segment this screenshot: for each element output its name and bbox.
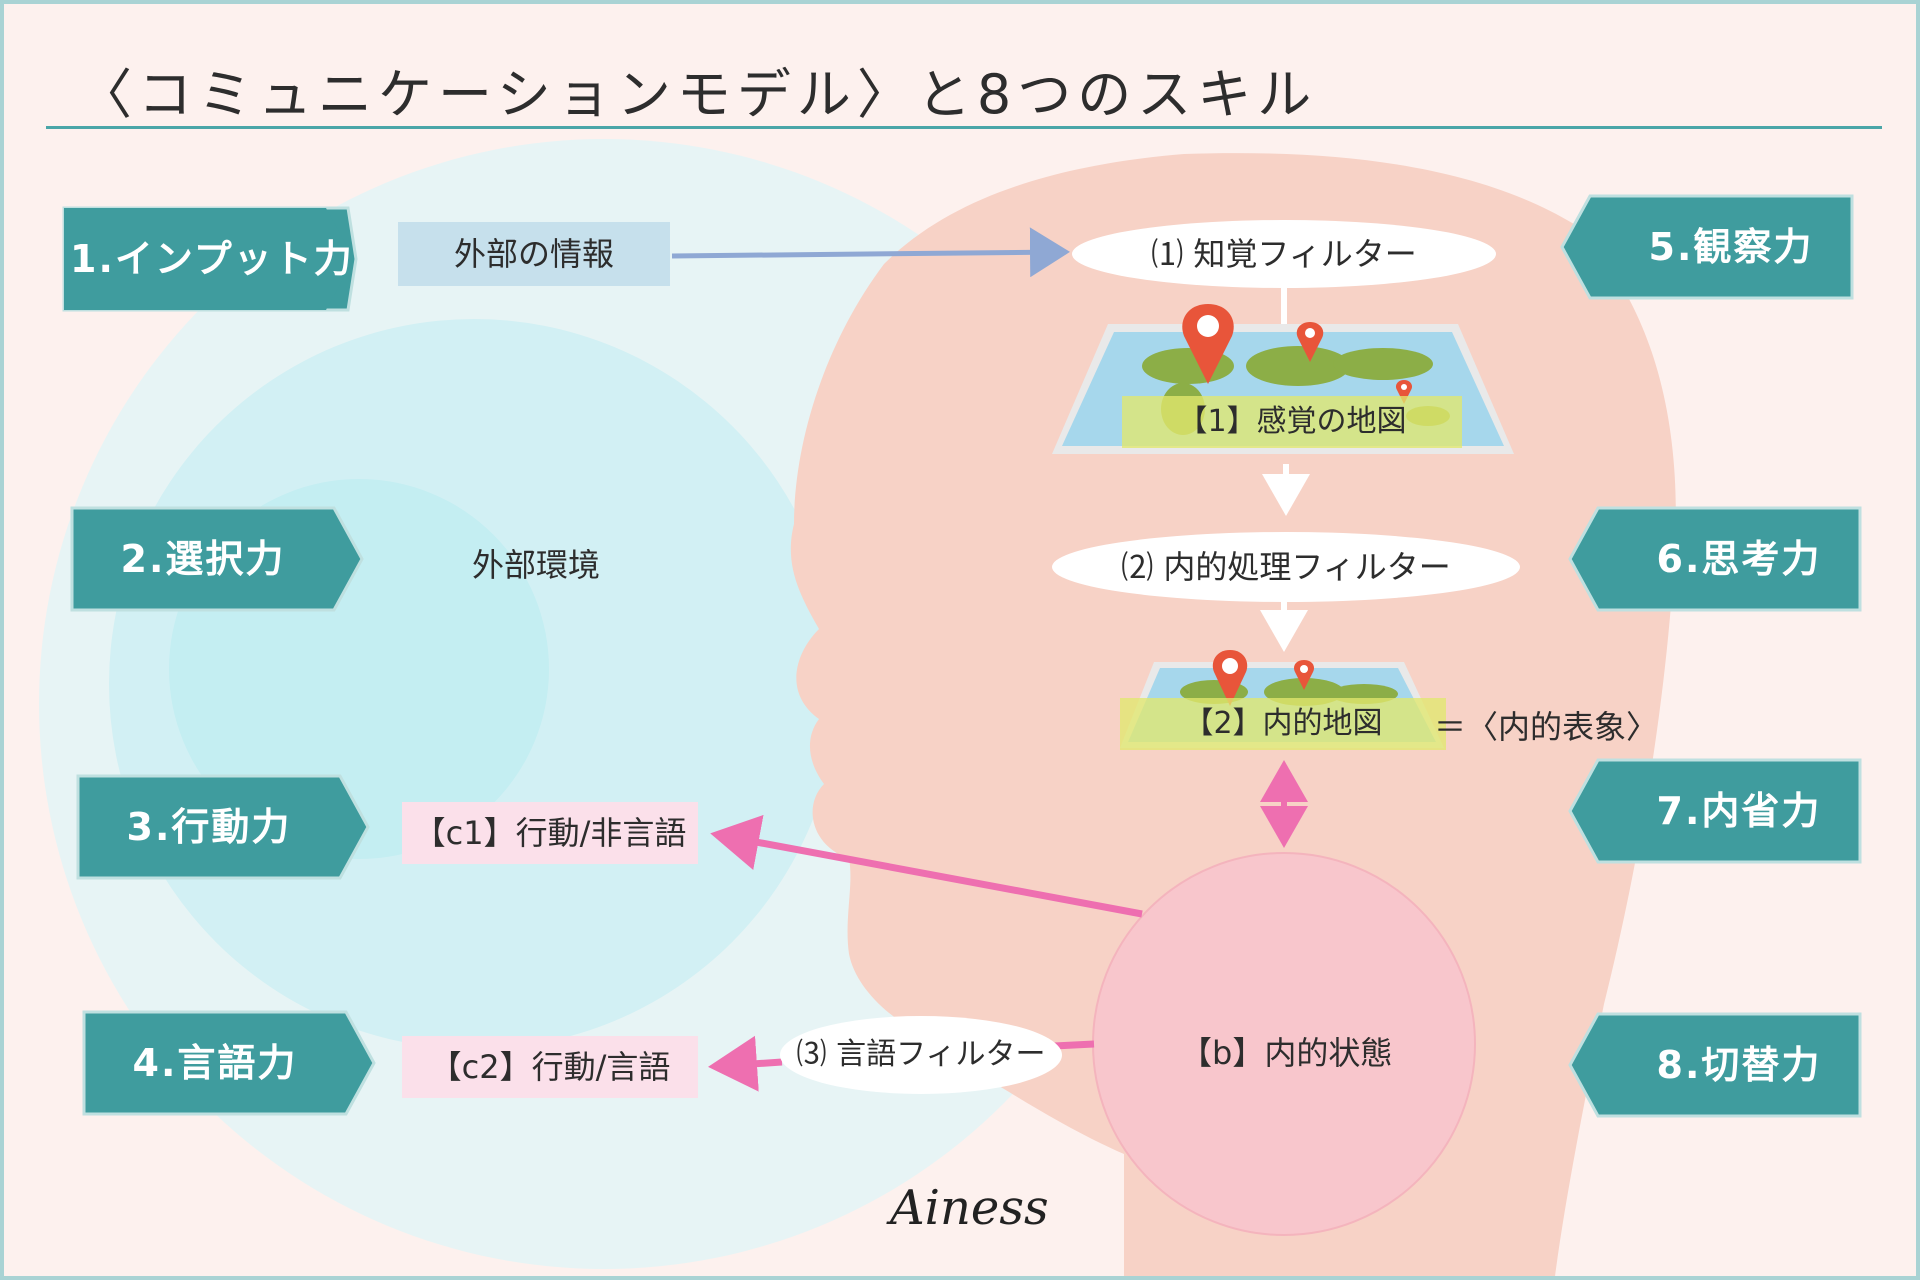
internal-state-circle xyxy=(1092,852,1476,1236)
internal-representation-label: ＝〈内的表象〉 xyxy=(1434,708,1659,746)
right-pointing-banner-shape xyxy=(70,506,364,612)
left-pointing-banner-shape xyxy=(1568,506,1862,612)
right-pointing-banner-shape xyxy=(82,1010,376,1116)
left-pointing-banner-shape xyxy=(1568,1012,1862,1118)
state-to-c1-arrow xyxy=(710,814,1143,918)
skill-observation: 5.観察力 xyxy=(1556,192,1856,302)
skill-action: 3.行動力 xyxy=(74,772,374,882)
external-environment-label: 外部環境 xyxy=(472,546,601,584)
language-filter-to-c2-arrow xyxy=(708,1035,783,1092)
map-pin-icon xyxy=(1296,322,1324,362)
internal-state-label: 【b】内的状態 xyxy=(1180,1034,1393,1072)
skill-switching-label: 8.切替力 xyxy=(1656,1043,1822,1087)
output-c1-box: 【c1】行動/非言語 xyxy=(402,802,698,864)
state-to-language-filter-line xyxy=(1053,1040,1095,1050)
skill-language: 4.言語力 xyxy=(80,1008,380,1118)
internal-processing-filter: ⑵ 内的処理フィルター xyxy=(1052,532,1520,602)
skill-language-label: 4.言語力 xyxy=(132,1041,298,1085)
title-underline xyxy=(46,126,1882,129)
skill-reflection-label: 7.内省力 xyxy=(1656,789,1822,833)
skill-input-label: 1.インプット力 xyxy=(70,237,354,281)
page-title: 〈コミュニケーションモデル〉と8つのスキル xyxy=(78,63,1318,126)
output-c2-box: 【c2】行動/言語 xyxy=(402,1036,698,1098)
signature-logo: Ainess xyxy=(890,1180,1049,1236)
skill-thinking-label: 6.思考力 xyxy=(1656,537,1822,581)
skill-switching: 8.切替力 xyxy=(1564,1010,1864,1120)
skill-observation-label: 5.観察力 xyxy=(1648,225,1814,269)
connector-arrows xyxy=(671,227,1310,1092)
map-pin-icon xyxy=(1212,650,1248,706)
map-pin-icon xyxy=(1182,304,1234,384)
map-pin-icon xyxy=(1294,660,1314,690)
perception-filter: ⑴ 知覚フィルター xyxy=(1072,220,1496,288)
right-pointing-banner-shape xyxy=(76,774,370,880)
skill-reflection: 7.内省力 xyxy=(1564,756,1864,866)
map-pin-icon xyxy=(1395,380,1413,404)
left-pointing-banner-shape xyxy=(1560,194,1854,300)
skill-action-label: 3.行動力 xyxy=(126,805,292,849)
skill-thinking: 6.思考力 xyxy=(1564,504,1864,614)
sensory-map-label: 【1】感覚の地図 xyxy=(1122,396,1462,448)
right-pointing-banner-shape xyxy=(62,206,358,312)
skill-input: 1.インプット力 xyxy=(60,204,360,314)
external-info-box: 外部の情報 xyxy=(398,222,670,286)
language-filter: ⑶ 言語フィルター xyxy=(780,1016,1062,1094)
left-pointing-banner-shape xyxy=(1568,758,1862,864)
skill-selection: 2.選択力 xyxy=(68,504,368,614)
skill-selection-label: 2.選択力 xyxy=(120,537,286,581)
internal-map-label: 【2】内的地図 xyxy=(1120,698,1446,750)
info-to-perception-arrow xyxy=(671,227,1070,278)
